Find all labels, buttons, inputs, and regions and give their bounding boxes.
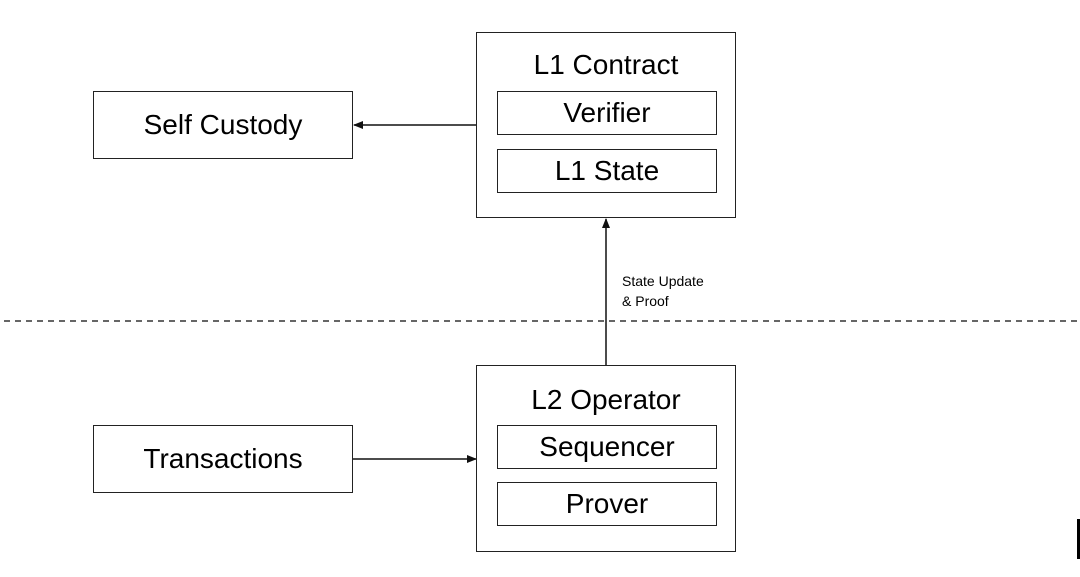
l2-operator-box: L2 Operator Sequencer Prover [476, 365, 736, 552]
self-custody-box: Self Custody [93, 91, 353, 159]
l1-contract-title: L1 Contract [533, 49, 679, 80]
l1-state-box: L1 State [497, 149, 717, 193]
transactions-label: Transactions [143, 443, 303, 474]
state-update-label-line1: State Update [622, 273, 704, 289]
l1-contract-box: L1 Contract Verifier L1 State [476, 32, 736, 218]
verifier-label: Verifier [563, 97, 651, 128]
edge-mark [1077, 519, 1080, 559]
prover-box: Prover [497, 482, 717, 526]
sequencer-label: Sequencer [539, 431, 675, 462]
prover-label: Prover [565, 488, 649, 519]
sequencer-box: Sequencer [497, 425, 717, 469]
verifier-box: Verifier [497, 91, 717, 135]
l2-operator-title: L2 Operator [531, 384, 681, 415]
state-update-label-line2: & Proof [622, 293, 669, 309]
l1-state-label: L1 State [554, 155, 660, 186]
self-custody-label: Self Custody [143, 109, 303, 140]
transactions-box: Transactions [93, 425, 353, 493]
state-update-proof-label: State Update & Proof [622, 271, 704, 311]
